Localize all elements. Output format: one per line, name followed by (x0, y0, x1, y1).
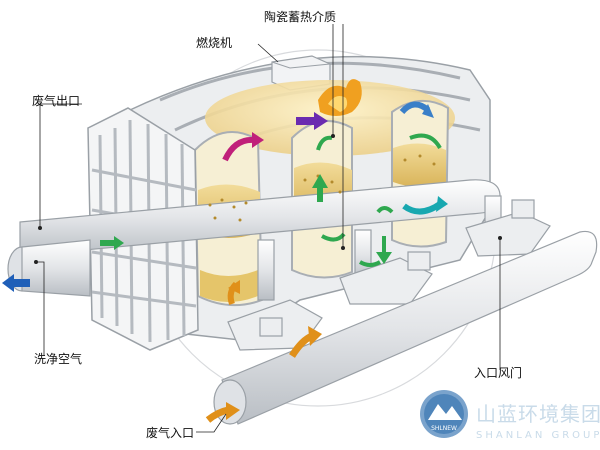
orange-flow-arrow-icon (226, 402, 240, 420)
green-flow-arrow-icon (317, 188, 323, 202)
watermark-company-en: SHANLAN GROUP (476, 430, 600, 441)
leader-dots (34, 134, 502, 264)
label-burner: 燃烧机 (196, 36, 233, 50)
label-inlet-damper: 入口风门 (474, 366, 523, 380)
purple-flow-arrow-icon (296, 117, 314, 125)
inlet-dampers (227, 199, 551, 351)
media-speckles (208, 154, 436, 222)
green-flow-arrow-icon (321, 232, 346, 242)
green-flow-arrow-icon (100, 240, 114, 246)
exhaust-inlet-pipe (213, 230, 598, 425)
green-flow-arrow-icon (312, 174, 328, 188)
label-clean-air: 洗净空气 (34, 352, 83, 366)
outlet-arrow-icon (14, 279, 30, 287)
green-flow-arrow-icon (409, 133, 442, 150)
outlet-arrow-icon (2, 274, 14, 292)
green-flow-arrow-icon (316, 135, 333, 151)
green-flow-arrow-icon (114, 236, 124, 250)
flow-arrows (2, 101, 448, 423)
company-logo: SHLNEW (420, 390, 468, 438)
blue-flow-arrow-icon (422, 104, 434, 118)
leader-lines (36, 24, 501, 433)
magenta-flow-arrow-icon (252, 132, 264, 148)
label-exhaust-outlet: 废气出口 (32, 94, 81, 108)
label-ceramic-media: 陶瓷蓄热介质 (264, 10, 337, 24)
teal-flow-arrow-icon (436, 196, 448, 212)
purple-flow-arrow-icon (314, 112, 328, 130)
magenta-flow-arrow-icon (222, 136, 256, 162)
teal-flow-arrow-icon (402, 201, 442, 215)
logo-text: SHLNEW (431, 425, 457, 432)
green-flow-arrow-icon (358, 260, 382, 267)
orange-flow-arrow-icon (308, 326, 322, 346)
label-exhaust-inlet: 废气入口 (146, 426, 195, 440)
ceramic-media-bed (393, 143, 446, 187)
green-flow-arrow-icon (376, 206, 394, 214)
orange-flow-arrow-icon (228, 280, 240, 294)
green-flow-arrow-icon (376, 252, 392, 264)
watermark-company-cn: 山蓝环境集团 (476, 402, 600, 426)
